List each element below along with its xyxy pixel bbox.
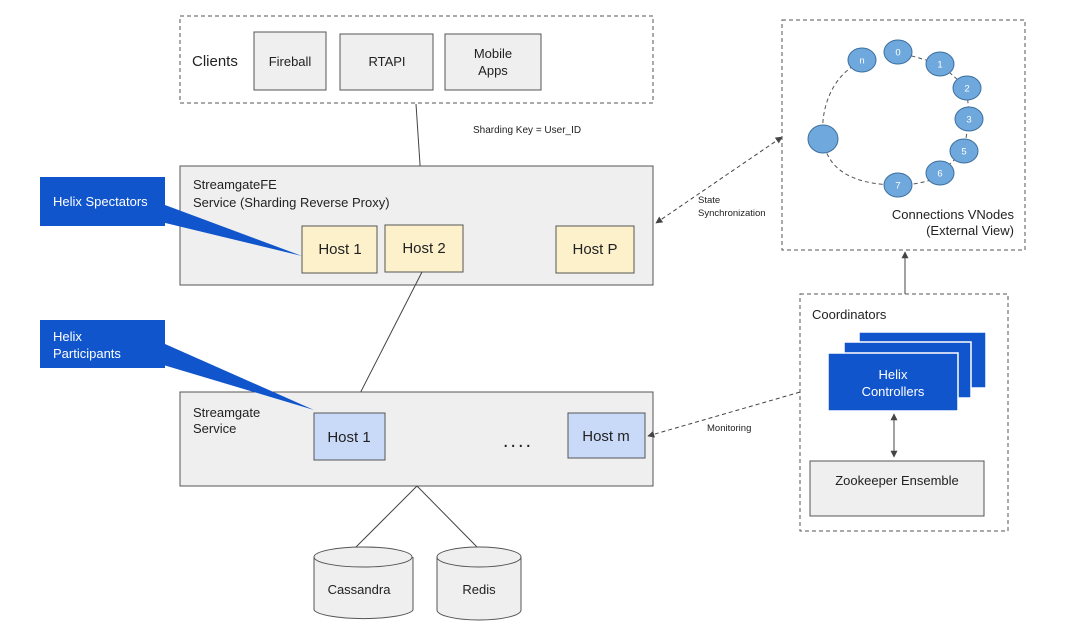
ring-node-5: 5 [949, 138, 979, 164]
coordinators-group: Coordinators Helix Controllers Zookeeper… [799, 293, 1009, 532]
ring-node-0: 0 [883, 39, 913, 65]
clients-group: Clients Fireball RTAPI Mobile Apps [179, 15, 654, 104]
ring-node-1: 1 [925, 51, 955, 77]
arrow-monitoring [647, 382, 829, 438]
streamgatefe-subtitle: Service (Sharding Reverse Proxy) [193, 195, 390, 210]
arrow-host2-to-sg-host1 [350, 271, 423, 412]
state-sync-label-1: State [698, 195, 720, 206]
sg-host-m: Host m [567, 412, 646, 459]
svg-text:Apps: Apps [478, 63, 508, 78]
cassandra-db: Cassandra [313, 546, 414, 620]
ring-node-label: 0 [895, 48, 900, 59]
ring-node-7: 7 [883, 172, 913, 198]
svg-text:Host P: Host P [572, 241, 617, 258]
helix-spectators-label: Helix Spectators [53, 194, 148, 209]
ring-node-label: 7 [895, 181, 900, 192]
monitoring-label: Monitoring [707, 423, 751, 434]
arrow-state-sync [655, 136, 783, 224]
helix-spectators-callout: Helix Spectators [40, 177, 302, 256]
streamgatefe-title: StreamgateFE [193, 177, 277, 192]
svg-text:Host m: Host m [582, 428, 630, 445]
svg-text:Host 1: Host 1 [318, 241, 361, 258]
svg-text:Host 2: Host 2 [402, 240, 445, 257]
helix-participants-label-2: Participants [53, 346, 121, 361]
zookeeper-ensemble: Zookeeper Ensemble [809, 460, 985, 517]
svg-text:Helix: Helix [879, 367, 908, 382]
sg-ellipsis: .... [503, 430, 533, 452]
client-rtapi: RTAPI [339, 33, 434, 91]
svg-text:Host 1: Host 1 [327, 429, 370, 446]
sg-host-1: Host 1 [313, 412, 386, 461]
fe-host-2: Host 2 [384, 224, 464, 273]
fe-host-1: Host 1 [301, 225, 378, 274]
ring-node-unlabeled [807, 124, 839, 154]
streamgatefe-service: StreamgateFE Service (Sharding Reverse P… [179, 165, 654, 286]
svg-text:Fireball: Fireball [269, 54, 312, 69]
streamgate-service: Streamgate Service Host 1 .... Host m [179, 391, 654, 487]
svg-text:Controllers: Controllers [862, 384, 925, 399]
ring-node-6: 6 [925, 160, 955, 186]
clients-title: Clients [192, 53, 238, 70]
ring-node-label: 2 [964, 84, 969, 95]
streamgate-title: Streamgate [193, 405, 260, 420]
fe-host-p: Host P [555, 225, 635, 274]
ring-node-n: n [847, 47, 877, 73]
coordinators-title: Coordinators [812, 307, 887, 322]
vnodes-caption-2: (External View) [926, 223, 1014, 238]
svg-text:Cassandra: Cassandra [328, 582, 392, 597]
ring-node-label: 5 [961, 147, 966, 158]
ring-node-3: 3 [954, 106, 984, 132]
ring-node-label: 1 [937, 60, 942, 71]
ring-nodes: n 0 1 2 3 5 6 7 [807, 39, 984, 198]
svg-text:Redis: Redis [462, 582, 496, 597]
streamgate-subtitle: Service [193, 421, 236, 436]
helix-participants-callout: Helix Participants [40, 320, 314, 410]
client-fireball: Fireball [253, 31, 327, 91]
state-sync-label-2: Synchronization [698, 208, 766, 219]
redis-db: Redis [436, 546, 522, 621]
vnodes-group: n 0 1 2 3 5 6 7 Connections VNodes (External Vi… [781, 19, 1026, 251]
vnodes-caption-1: Connections VNodes [892, 207, 1015, 222]
client-mobile-apps: Mobile Apps [444, 33, 542, 91]
svg-text:Mobile: Mobile [474, 46, 512, 61]
storage-links [354, 485, 479, 549]
svg-text:Zookeeper Ensemble: Zookeeper Ensemble [835, 473, 959, 488]
helix-controllers: Helix Controllers [827, 352, 959, 412]
ring-node-label: n [859, 56, 864, 67]
svg-text:RTAPI: RTAPI [368, 54, 405, 69]
ring-node-label: 3 [966, 115, 971, 126]
helix-participants-label-1: Helix [53, 329, 82, 344]
ring-node-2: 2 [952, 75, 982, 101]
sharding-key-label: Sharding Key = User_ID [473, 125, 581, 136]
ring-node-label: 6 [937, 169, 942, 180]
